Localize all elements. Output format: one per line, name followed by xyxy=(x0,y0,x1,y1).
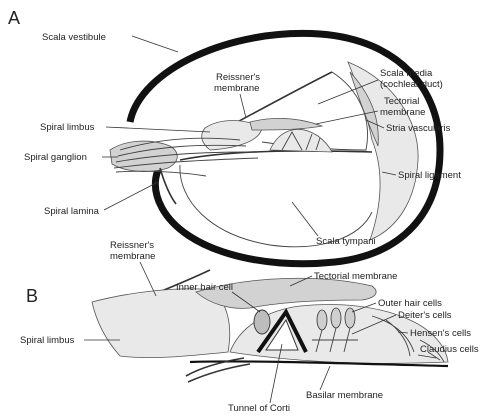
label-tunnel-of-corti: Tunnel of Corti xyxy=(228,403,290,414)
label-outer-hair-cells: Outer hair cells xyxy=(378,298,442,309)
label-hensens-cells: Hensen's cells xyxy=(410,328,471,339)
label-reissners-membrane-b-line1: Reissner's xyxy=(110,240,154,251)
leader-reissners-membrane-b xyxy=(140,262,156,296)
label-spiral-ganglion: Spiral ganglion xyxy=(24,152,87,163)
leader-scala-tympani xyxy=(292,202,318,236)
leader-spiral-limbus-a xyxy=(106,127,210,132)
label-reissners-membrane-b-line2: membrane xyxy=(110,251,155,262)
label-spiral-ligament: Spiral ligament xyxy=(398,170,461,181)
label-spiral-limbus-a: Spiral limbus xyxy=(40,122,95,133)
label-spiral-lamina: Spiral lamina xyxy=(44,206,100,217)
basilar-membrane-a xyxy=(180,151,372,160)
outer-hair-cells-group xyxy=(317,308,355,330)
spiral-lamina-bone xyxy=(160,168,176,204)
panel-a: A Scala vestibule Reissner's membrane Sc… xyxy=(8,8,461,264)
label-claudius-cells: Claudius cells xyxy=(420,344,479,355)
label-scala-vestibule: Scala vestibule xyxy=(42,32,106,43)
tectorial-membrane-a xyxy=(250,119,322,130)
label-reissners-membrane-a-line1: Reissner's xyxy=(216,72,260,83)
panel-b: B Reissner's membrane Inner xyxy=(20,240,479,414)
label-tectorial-membrane-a-line2: membrane xyxy=(380,107,425,118)
label-scala-tympani: Scala tympani xyxy=(316,236,376,247)
label-scala-media-line2: (cochlear duct) xyxy=(380,79,443,90)
leader-reissners-membrane-a xyxy=(240,94,246,118)
label-reissners-membrane-a-line2: membrane xyxy=(214,83,259,94)
label-spiral-limbus-b: Spiral limbus xyxy=(20,335,75,346)
label-scala-media-line1: Scala media xyxy=(380,68,433,79)
label-inner-hair-cell: Inner hair cell xyxy=(176,282,233,293)
leader-scala-vestibule xyxy=(132,36,178,52)
label-deiters-cells: Deiter's cells xyxy=(398,310,452,321)
label-tectorial-membrane-b: Tectorial membrane xyxy=(314,271,397,282)
leader-basilar-membrane xyxy=(320,366,330,390)
outer-hair-cell xyxy=(331,308,341,328)
panel-b-letter: B xyxy=(26,286,38,306)
label-tectorial-membrane-a-line1: Tectorial xyxy=(384,96,419,107)
outer-hair-cell xyxy=(317,310,327,330)
inner-hair-cell xyxy=(254,310,270,334)
outer-hair-cell xyxy=(345,308,355,328)
label-basilar-membrane: Basilar membrane xyxy=(306,390,383,401)
panel-a-letter: A xyxy=(8,8,20,28)
leader-spiral-lamina xyxy=(104,182,158,210)
scala-tympani-inner xyxy=(180,165,372,247)
label-stria-vascularis: Stria vascularis xyxy=(386,123,451,134)
